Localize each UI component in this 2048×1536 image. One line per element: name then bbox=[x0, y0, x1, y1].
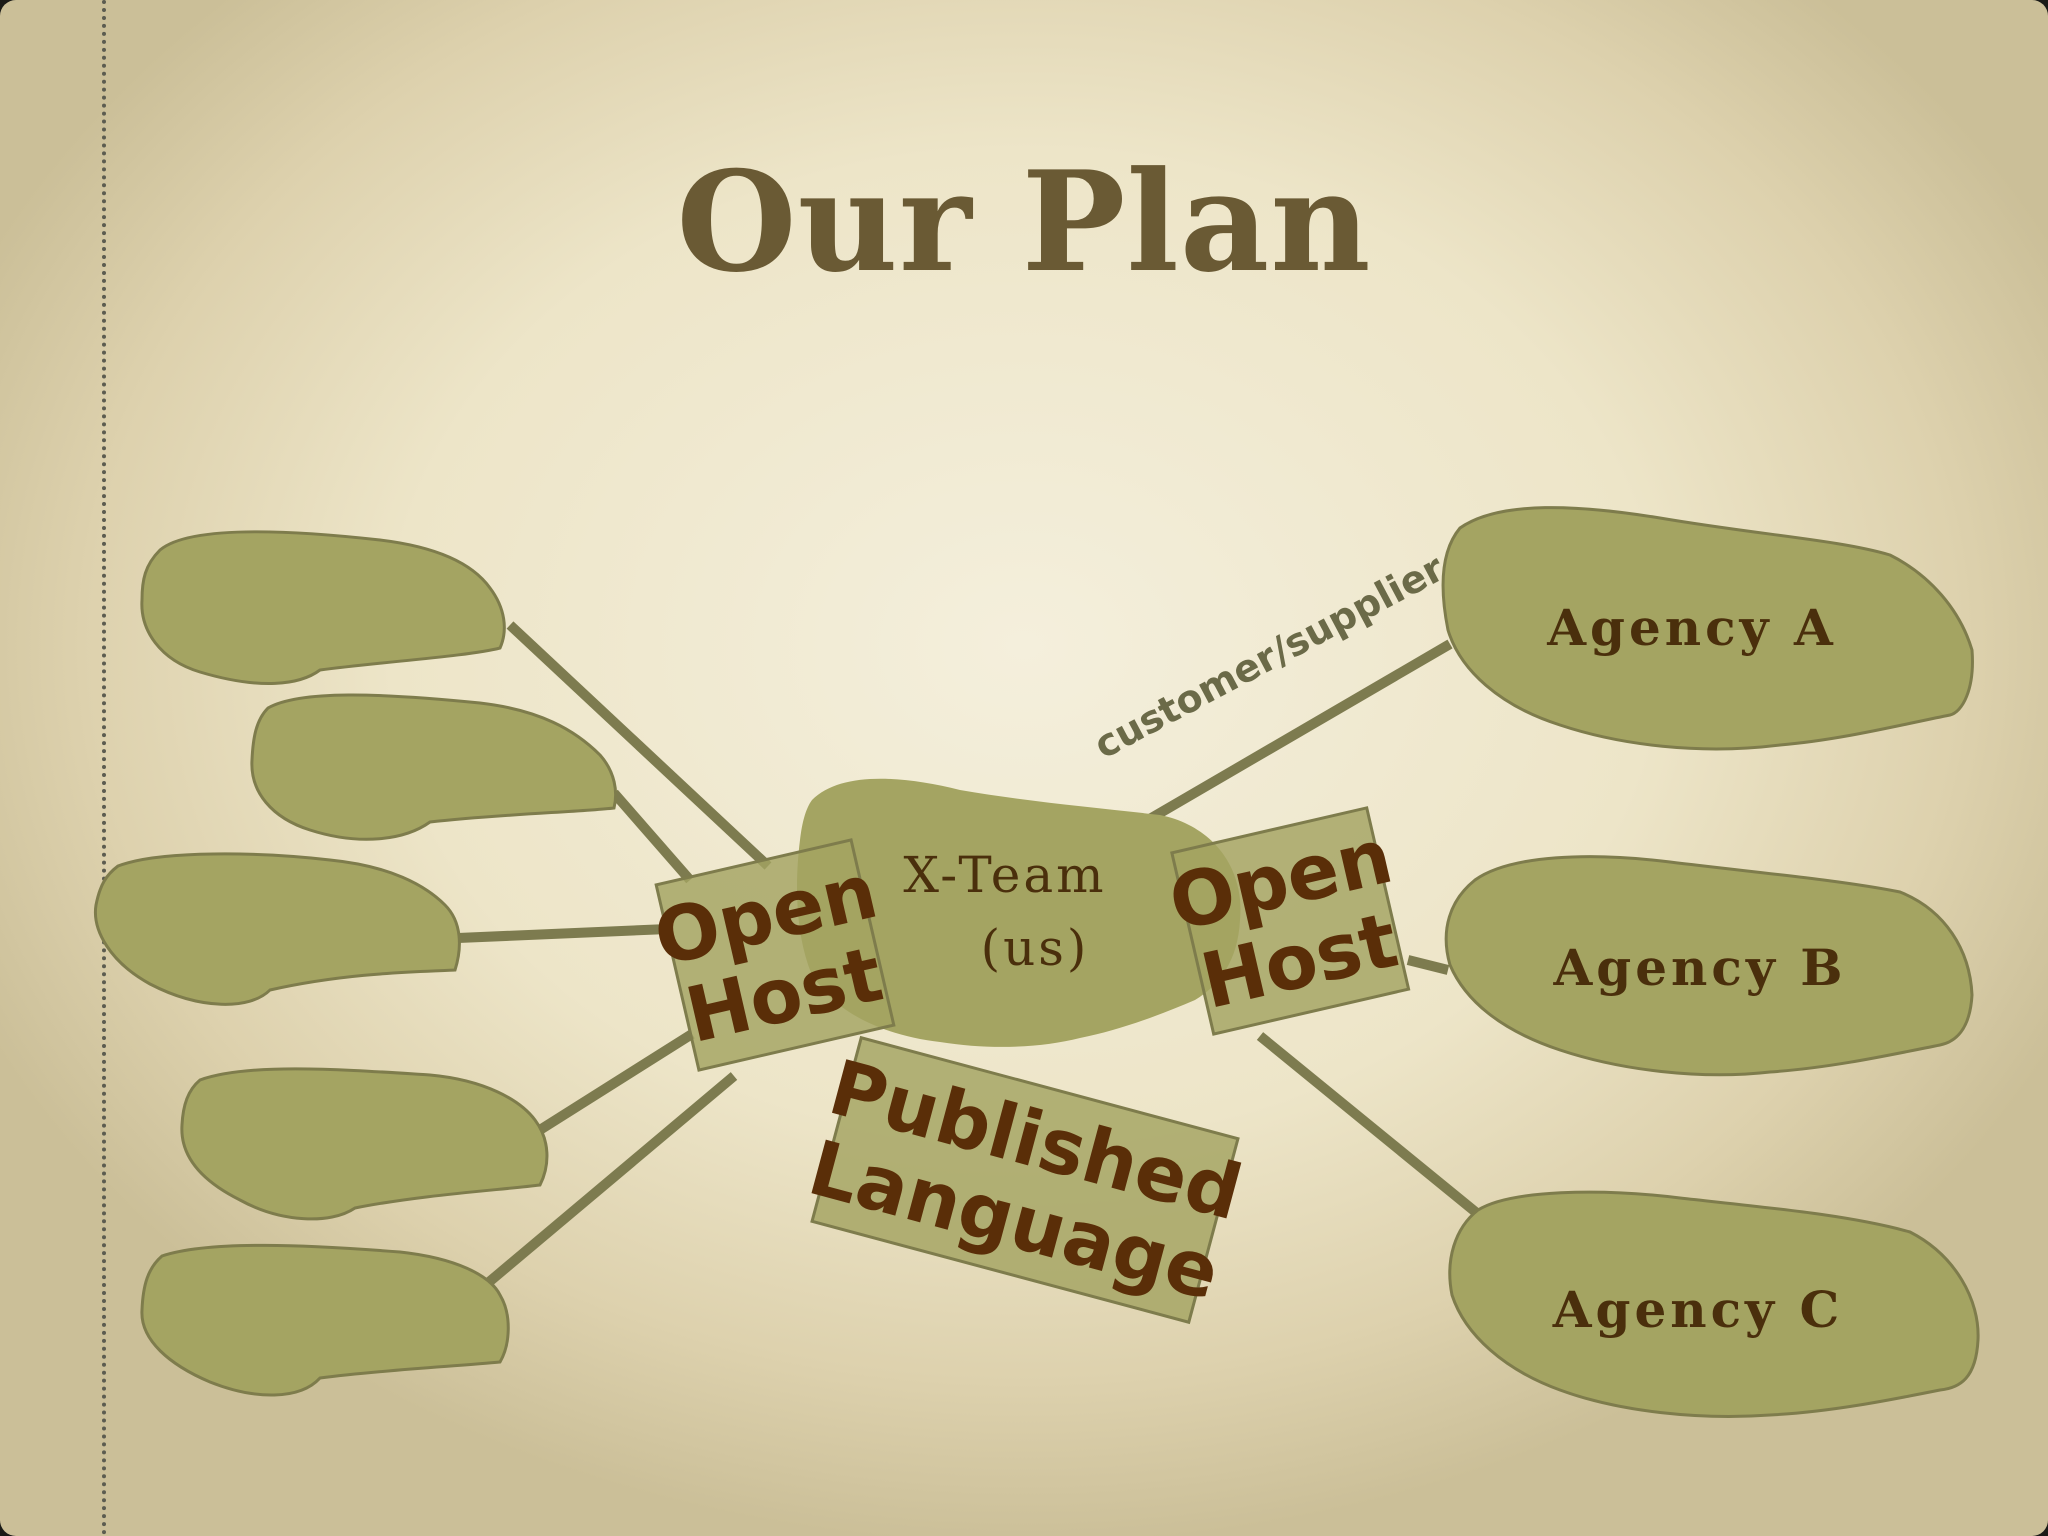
connector-left-1 bbox=[506, 621, 772, 870]
connector-left-5 bbox=[466, 1072, 738, 1302]
published-language: Published Language bbox=[800, 1035, 1251, 1325]
connector-left-4 bbox=[521, 1029, 695, 1145]
context-blob-2 bbox=[250, 693, 618, 841]
right-open-host-box bbox=[1170, 806, 1411, 1036]
connector-left-2 bbox=[610, 789, 694, 884]
agency-a: Agency A bbox=[1441, 506, 1974, 751]
margin-dotted-rule bbox=[102, 0, 106, 1536]
connector-lines bbox=[457, 621, 1482, 1302]
agency-b-label: Agency B bbox=[1552, 938, 1846, 997]
customer-supplier-label: customer/supplier bbox=[1087, 546, 1451, 768]
agency-a-label: Agency A bbox=[1546, 598, 1837, 657]
x-team-label-line1: X-Team bbox=[903, 846, 1106, 904]
connector-agency-c bbox=[1256, 1032, 1482, 1218]
left-open-host-box bbox=[654, 838, 896, 1072]
unlabeled-contexts bbox=[93, 530, 618, 1397]
context-blob-4 bbox=[180, 1067, 549, 1221]
agency-c: Agency C bbox=[1448, 1190, 1980, 1418]
agency-c-blob bbox=[1448, 1190, 1980, 1418]
x-team-blob bbox=[797, 778, 1241, 1047]
agency-b: Agency B bbox=[1444, 855, 1974, 1077]
published-language-box bbox=[810, 1035, 1240, 1325]
context-blob-3 bbox=[93, 852, 461, 1006]
slide-title: Our Plan bbox=[676, 140, 1372, 303]
connector-agency-a bbox=[1145, 639, 1453, 825]
context-blob-5 bbox=[140, 1243, 510, 1397]
agency-a-blob bbox=[1441, 506, 1974, 751]
context-blob-1 bbox=[140, 530, 506, 685]
x-team-label-line2: (us) bbox=[981, 919, 1090, 977]
connector-left-3 bbox=[457, 924, 669, 943]
agency-b-blob bbox=[1444, 855, 1974, 1077]
connector-agency-b bbox=[1406, 955, 1450, 975]
agency-c-label: Agency C bbox=[1552, 1280, 1844, 1339]
x-team-context: X-Team (us) bbox=[797, 778, 1241, 1047]
